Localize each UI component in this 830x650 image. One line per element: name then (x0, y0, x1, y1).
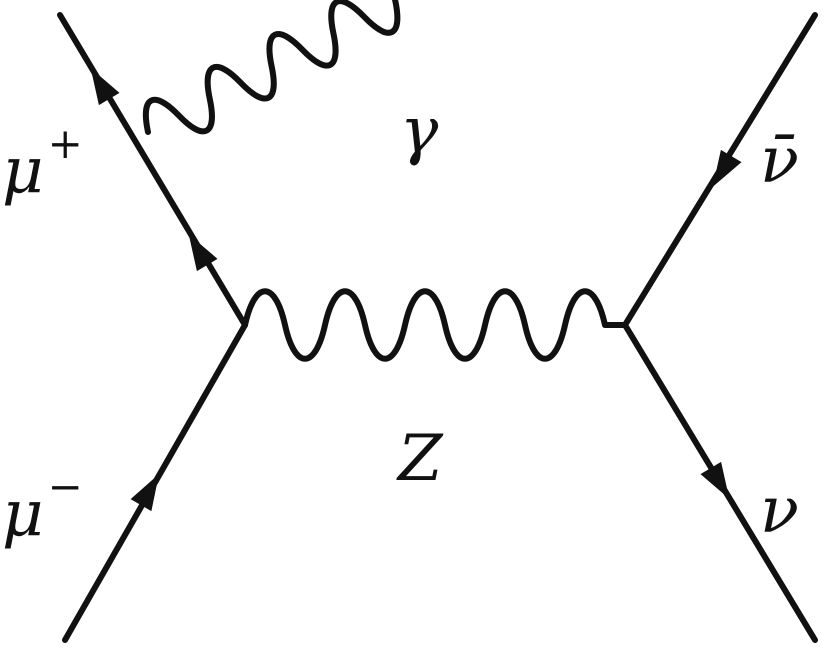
neutrino-arrow (700, 461, 730, 499)
antineutrino-label: ν̄ (760, 124, 799, 198)
photon-label: γ (400, 94, 439, 168)
z-boson-label: Z (396, 422, 444, 496)
mu-plus-label: μ + (2, 119, 83, 208)
photon-line (142, 0, 430, 135)
mu-plus-arrow-upper (90, 68, 120, 106)
mu-plus-outgoing-line (57, 12, 248, 328)
mu-minus-label: μ − (2, 462, 83, 551)
antineutrino-arrow (712, 149, 742, 187)
z-boson-propagator (242, 288, 628, 362)
mu-minus-arrow (130, 473, 159, 512)
neutrino-label: ν (760, 474, 799, 548)
mu-plus-arrow-lower (188, 234, 218, 272)
